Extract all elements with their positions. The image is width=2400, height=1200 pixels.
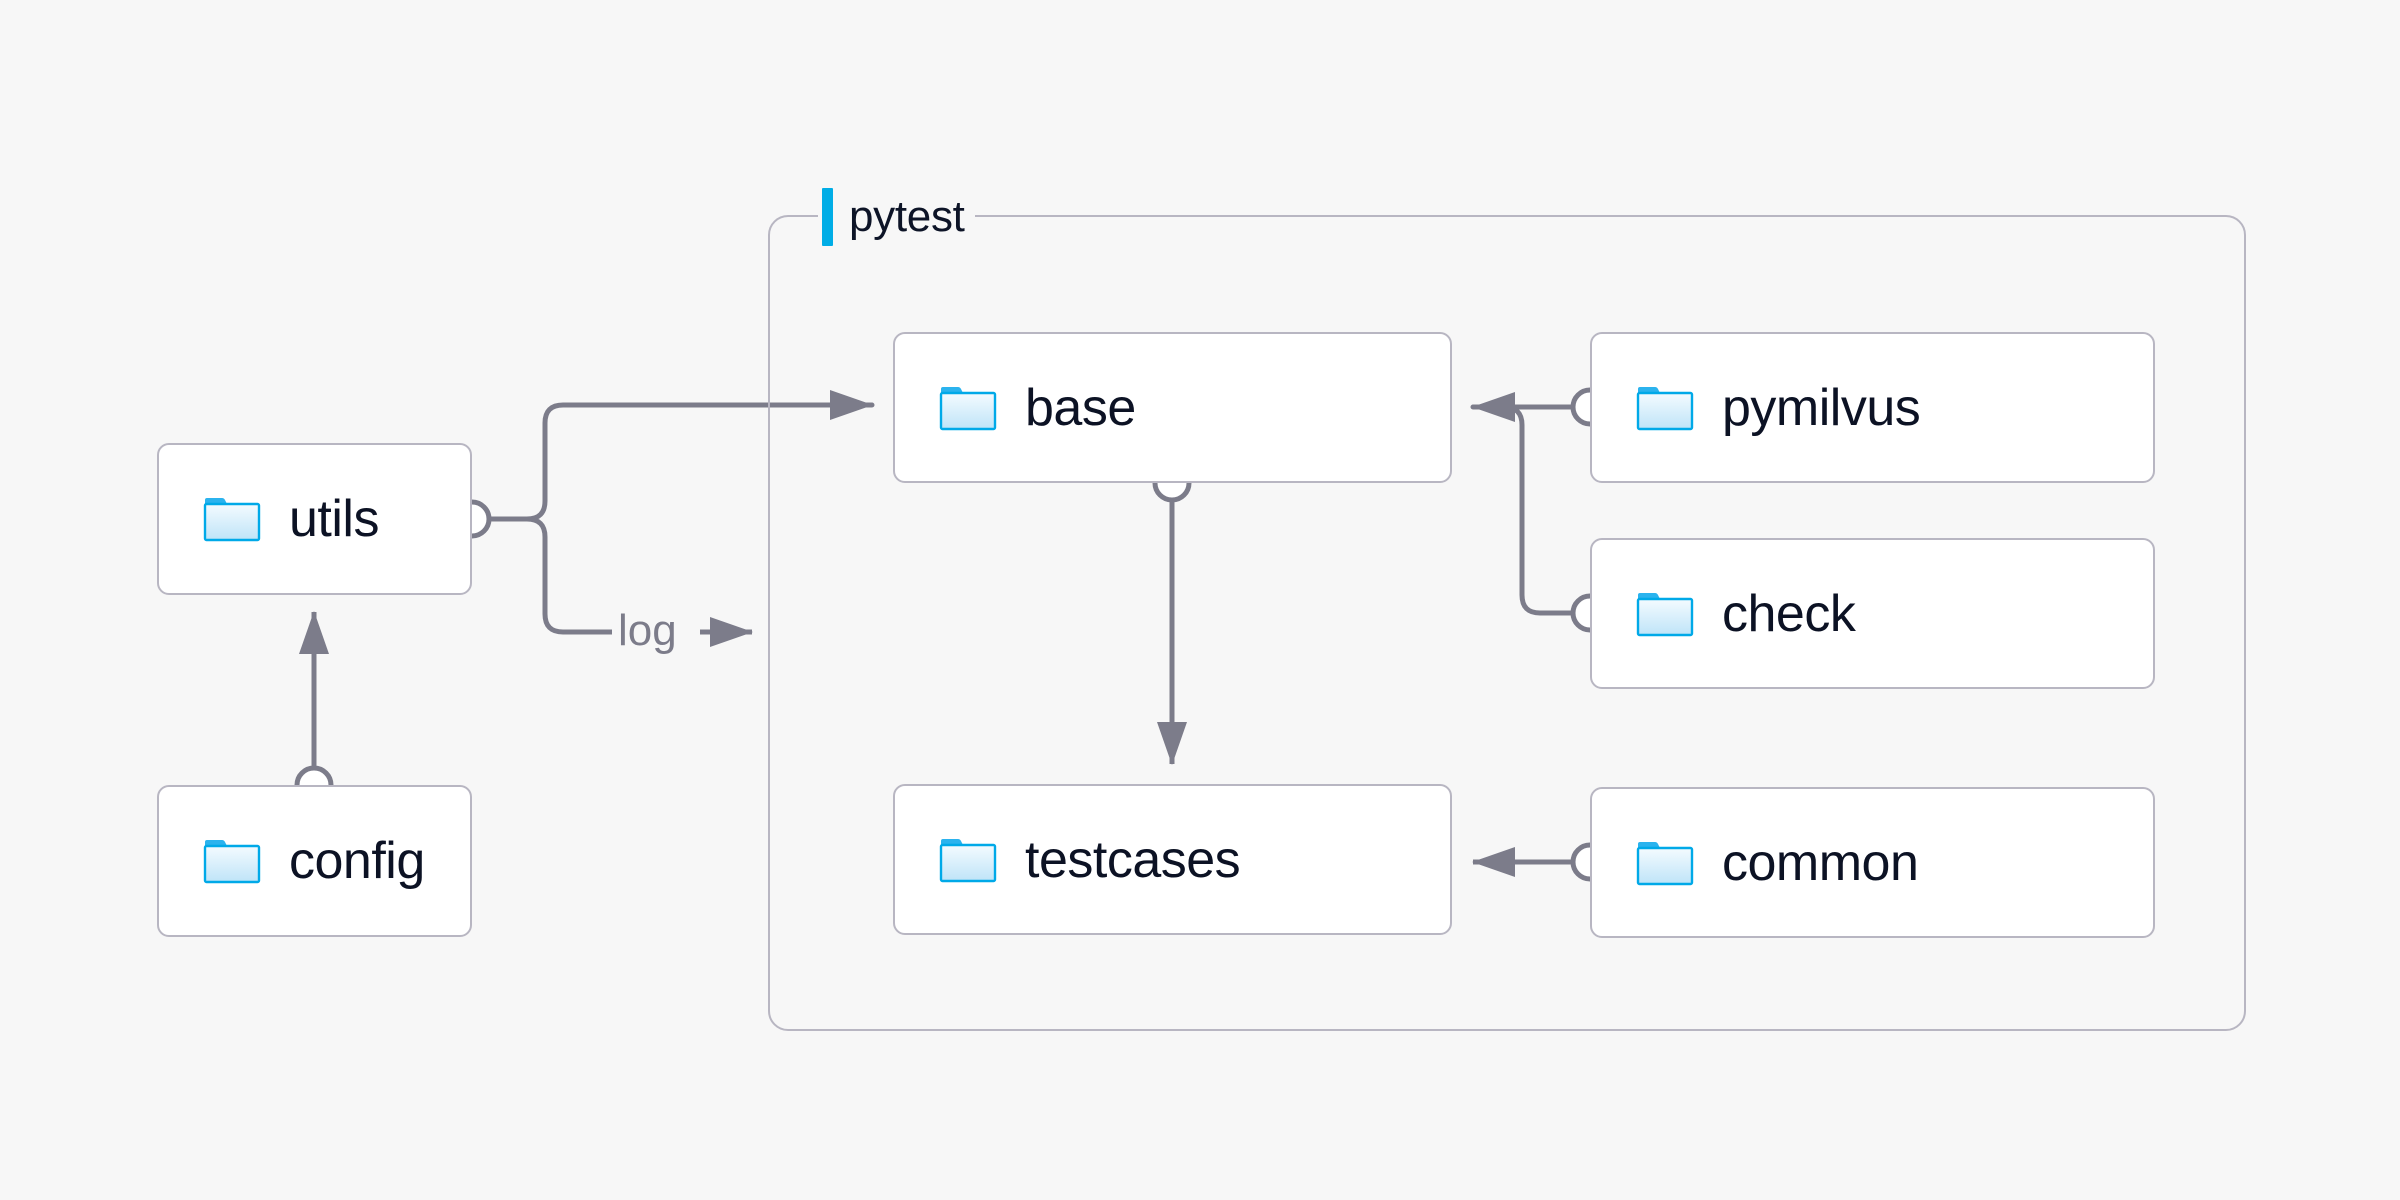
node-label: utils (289, 490, 379, 548)
node-utils[interactable]: utils (157, 443, 472, 595)
folder-icon (1636, 592, 1694, 636)
node-check[interactable]: check (1590, 538, 2155, 689)
folder-icon (1636, 841, 1694, 885)
node-pymilvus[interactable]: pymilvus (1590, 332, 2155, 483)
node-label: config (289, 832, 425, 890)
node-label: pymilvus (1722, 378, 1921, 437)
node-label: common (1722, 833, 1919, 892)
node-label: base (1025, 378, 1136, 437)
node-base[interactable]: base (893, 332, 1452, 483)
edge-utils-to-pytest-log (486, 516, 754, 647)
node-config[interactable]: config (157, 785, 472, 937)
group-label-pytest: pytest (818, 188, 975, 246)
folder-icon (203, 840, 261, 884)
node-label: check (1722, 584, 1856, 643)
edge-label-log: log (612, 609, 683, 653)
folder-icon (1636, 386, 1694, 430)
group-accent-bar (822, 188, 833, 246)
group-container-pytest (768, 215, 2246, 1031)
node-testcases[interactable]: testcases (893, 784, 1452, 935)
group-title: pytest (849, 192, 965, 241)
edge-config-to-utils (294, 610, 334, 805)
folder-icon (939, 386, 997, 430)
node-common[interactable]: common (1590, 787, 2155, 938)
folder-icon (939, 838, 997, 882)
node-label: testcases (1025, 830, 1241, 889)
edge-check-to-base (1470, 404, 1576, 616)
folder-icon (203, 498, 261, 542)
